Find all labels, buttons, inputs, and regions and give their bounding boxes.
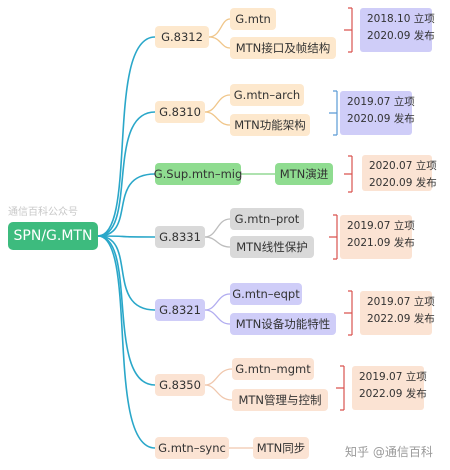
standard-label: G.8331 [159,230,201,244]
topic-node: MTN同步 [253,437,309,459]
topic-label: MTN线性保护 [236,240,308,254]
topic-node: MTN功能架构 [230,114,310,136]
note-bracket [336,365,345,411]
topic-node: MTN管理与控制 [232,389,328,411]
milestone-line: 2020.09 发布 [347,113,415,125]
topic-label: G.mtn–prot [234,212,300,226]
child-connector [204,368,233,386]
milestone-line: 2022.09 发布 [359,388,427,400]
child-connector [204,94,231,113]
standard-label: G.8310 [159,105,201,119]
milestone-line: 2020.09 发布 [367,30,435,42]
child-connector [204,111,231,126]
note-bracket [329,214,338,260]
milestone-line: 2018.10 立项 [367,13,435,25]
milestone-line: 2019.07 立项 [367,296,435,308]
watermark-bottom: 知乎 @通信百科 [345,445,433,459]
note-bracket [344,7,353,53]
topic-label: MTN同步 [256,441,306,455]
topic-node: G.mtn [230,8,276,30]
standard-node-g-8321: G.8321 [155,299,205,321]
root-branch-connector [97,111,156,237]
standard-node-g-mtn-sync: G.mtn–sync [155,437,229,459]
topic-label: MTN设备功能特性 [235,317,331,331]
topic-node: G.mtn–eqpt [230,283,302,305]
child-connector [208,36,231,49]
standard-label: G.mtn–sync [158,441,226,455]
milestone-line: 2020.07 立项 [369,160,437,172]
milestone-note: 2019.07 立项 2020.09 发布 [340,91,415,135]
milestone-note: 2019.07 立项 2022.09 发布 [360,291,435,335]
topic-label: MTN演进 [279,167,329,181]
topic-node: G.mtn–prot [230,208,304,230]
root-node-spn-gmtn: SPN/G.MTN [8,222,98,250]
topic-node: G.mtn–mgmt [232,358,314,380]
milestone-line: 2020.09 发布 [369,177,437,189]
milestone-note: 2019.07 立项 2021.09 发布 [340,215,415,259]
standard-node-g-8310: G.8310 [155,101,205,123]
standard-node-g-8312: G.8312 [155,26,209,48]
milestone-line: 2019.07 立项 [359,371,427,383]
milestone-line: 2019.07 立项 [347,96,415,108]
topic-node: MTN接口及帧结构 [230,37,336,59]
topic-label: G.mtn–eqpt [232,287,300,301]
standard-node-g-sup-mtn-mig: G.Sup.mtn–mig [153,163,243,185]
milestone-line: 2022.09 发布 [367,313,435,325]
child-connector [208,18,231,38]
standard-node-g-8331: G.8331 [155,226,205,248]
note-bracket [344,290,353,336]
child-connector [204,236,231,248]
root-branch-connector [97,235,156,311]
root-branch-connector [97,36,156,237]
watermark-top: 通信百科公众号 [8,207,78,218]
root-branch-connector [97,235,156,386]
standard-node-g-8350: G.8350 [155,374,205,396]
topic-label: G.mtn–arch [233,88,301,102]
topic-label: G.mtn–mgmt [235,362,311,376]
root-branch-connector [97,235,156,238]
root-label: SPN/G.MTN [13,228,93,244]
child-connector [204,218,231,238]
topic-label: MTN功能架构 [234,118,306,132]
standard-label: G.Sup.mtn–mig [153,167,243,181]
topic-node: MTN线性保护 [230,236,314,258]
topic-node: MTN演进 [275,163,333,185]
milestone-note: 2018.10 立项 2020.09 发布 [360,8,435,52]
topic-label: G.mtn [235,12,271,26]
milestone-note: 2020.07 立项 2020.09 发布 [362,155,437,191]
root-branch-connector [97,173,156,237]
child-connector [204,384,233,401]
child-connector [204,293,231,311]
note-bracket [329,90,338,136]
milestone-line: 2019.07 立项 [347,220,415,232]
topic-node: G.mtn–arch [230,84,304,106]
topic-node: MTN设备功能特性 [230,313,336,335]
milestone-line: 2021.09 发布 [347,237,415,249]
milestone-note: 2019.07 立项 2022.09 发布 [352,366,427,410]
root-branch-connector [97,235,156,449]
topic-label: MTN管理与控制 [238,393,322,407]
note-bracket [344,155,353,193]
standard-label: G.8350 [159,378,201,392]
child-connector [204,309,231,325]
standard-label: G.8312 [161,30,203,44]
topic-label: MTN接口及帧结构 [235,41,331,55]
standard-label: G.8321 [159,303,201,317]
